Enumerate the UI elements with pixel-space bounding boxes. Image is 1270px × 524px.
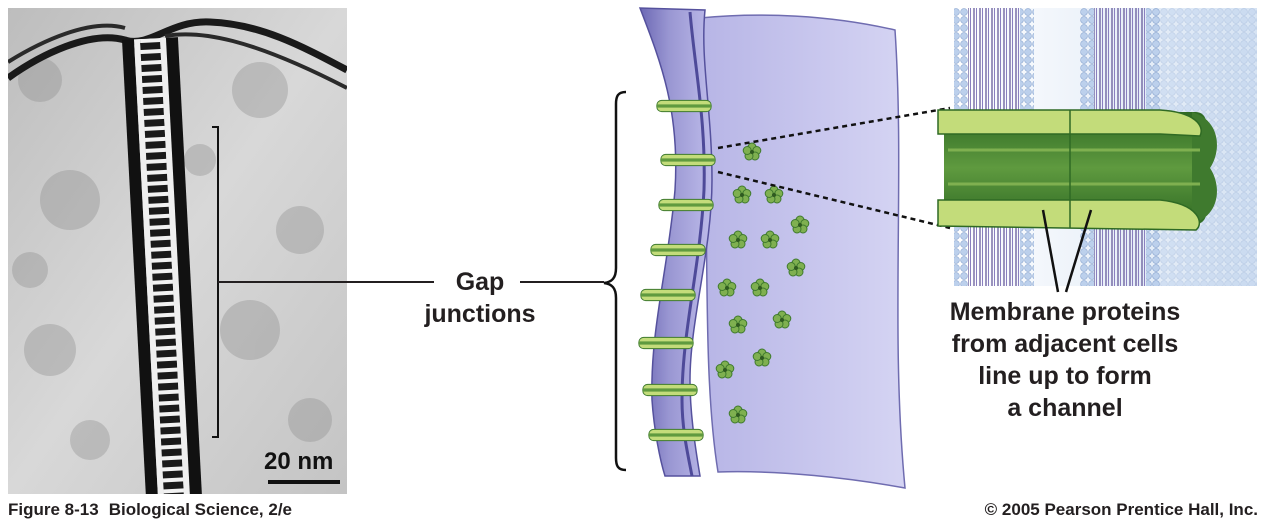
- figure-number: Figure 8-13: [8, 500, 99, 519]
- pointer-left: [1041, 209, 1060, 293]
- membrane-illustration: [638, 7, 906, 489]
- scale-label: 20 nm: [264, 448, 334, 475]
- membrane-proteins-label: Membrane proteins from adjacent cells li…: [905, 296, 1225, 424]
- channel-closeup: [937, 8, 1257, 286]
- junction-bracket: [603, 90, 627, 472]
- book-title: Biological Science, 2/e: [108, 500, 293, 519]
- zoom-line-top: [717, 106, 951, 150]
- membrane-label-line1: Membrane proteins: [949, 298, 1181, 326]
- gap-label-line2: junctions: [424, 300, 536, 328]
- membrane-label-line2: from adjacent cells: [951, 330, 1179, 358]
- membrane-label-line4: a channel: [1007, 394, 1123, 422]
- copyright-caption: © 2005 Pearson Prentice Hall, Inc.: [984, 500, 1258, 519]
- gap-junctions-label: Gap junctions: [380, 266, 580, 330]
- membrane-label-line3: line up to form: [978, 362, 1152, 390]
- zoom-line-bottom: [717, 170, 951, 230]
- figure-caption: Figure 8-13 Biological Science, 2/e: [8, 500, 292, 520]
- gap-label-line1: Gap: [455, 268, 505, 296]
- pointer-right: [1064, 209, 1093, 293]
- micrograph-panel: [8, 8, 347, 494]
